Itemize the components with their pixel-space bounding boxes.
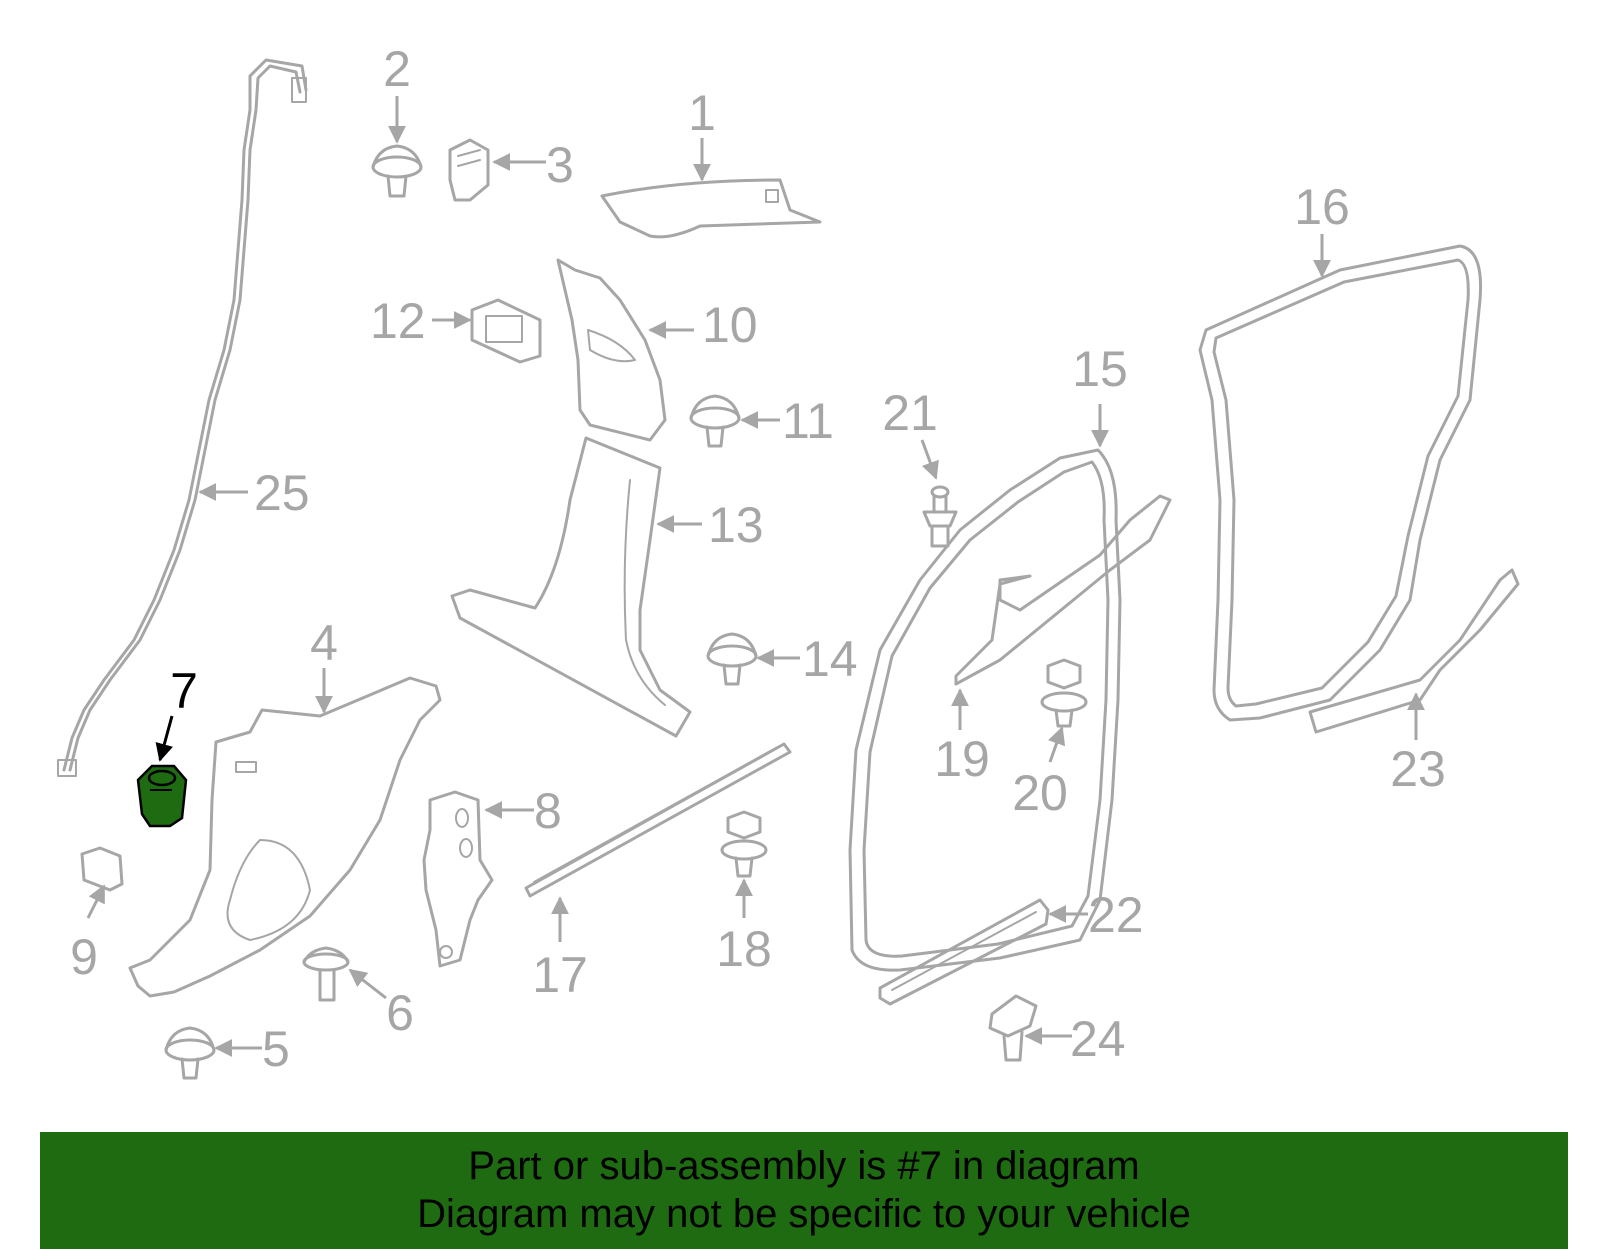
part-5-clip — [164, 1026, 216, 1080]
part-13-pillar-lower — [450, 436, 692, 738]
part-19-trim — [954, 494, 1172, 686]
callout-11: 11 — [782, 393, 834, 449]
callout-12: 12 — [370, 293, 426, 349]
part-2-clip — [371, 144, 423, 198]
callout-6: 6 — [386, 985, 414, 1041]
callout-9: 9 — [70, 929, 98, 985]
leader-6 — [348, 968, 387, 1000]
part-3-clip — [448, 138, 490, 202]
callout-19: 19 — [934, 731, 990, 787]
callout-21: 21 — [882, 385, 938, 441]
leader-21 — [920, 439, 939, 480]
banner-line-disclaimer: Diagram may not be specific to your vehi… — [417, 1192, 1191, 1236]
callout-15: 15 — [1072, 341, 1128, 397]
leader-lines — [86, 96, 1425, 1057]
part-16-large-seal — [1198, 244, 1483, 722]
leader-9 — [86, 884, 106, 919]
part-20-clip — [1040, 658, 1088, 728]
part-9-clip — [80, 846, 124, 892]
part-15-door-seal — [848, 448, 1122, 972]
leader-7 — [155, 715, 174, 762]
part-22-sill-plate — [878, 898, 1050, 1006]
leader-20 — [1048, 726, 1066, 763]
part-21-push-pin — [922, 485, 958, 548]
part-10-pillar-trim — [556, 258, 667, 442]
callout-10: 10 — [702, 297, 758, 353]
callout-labels: 1 2 3 4 5 6 7 8 9 10 11 12 13 14 15 16 1… — [70, 41, 1446, 1077]
callout-14: 14 — [802, 631, 858, 687]
part-23-scuff-plate — [1308, 568, 1520, 734]
info-banner: Part or sub-assembly is #7 in diagram Di… — [40, 1132, 1568, 1249]
callout-7: 7 — [170, 663, 198, 719]
callout-18: 18 — [716, 921, 772, 977]
callout-5: 5 — [262, 1021, 290, 1077]
callout-23: 23 — [1390, 741, 1446, 797]
part-11-clip — [689, 394, 741, 448]
part-7-retainer — [136, 764, 188, 828]
part-25-wire-harness — [57, 58, 308, 777]
callout-2: 2 — [383, 41, 411, 97]
part-8-bracket — [422, 790, 494, 968]
part-12-grille — [470, 298, 542, 364]
banner-line-part: Part or sub-assembly is #7 in diagram — [468, 1144, 1140, 1188]
part-14-clip — [706, 632, 758, 686]
callout-24: 24 — [1070, 1011, 1126, 1067]
part-17-sill-strip — [524, 742, 792, 898]
callout-3: 3 — [546, 137, 574, 193]
callout-4: 4 — [310, 615, 338, 671]
callout-1: 1 — [688, 85, 716, 141]
callout-20: 20 — [1012, 765, 1068, 821]
part-6-screw — [302, 946, 350, 1002]
callout-13: 13 — [708, 497, 764, 553]
part-24-clip — [988, 994, 1038, 1062]
part-4-quarter-trim — [128, 676, 442, 998]
callout-25: 25 — [254, 465, 310, 521]
callout-17: 17 — [532, 947, 588, 1003]
part-1-upper-trim — [600, 178, 822, 239]
callout-22: 22 — [1088, 887, 1144, 943]
callout-16: 16 — [1294, 179, 1350, 235]
callout-8: 8 — [534, 783, 562, 839]
part-18-clip — [720, 810, 768, 878]
